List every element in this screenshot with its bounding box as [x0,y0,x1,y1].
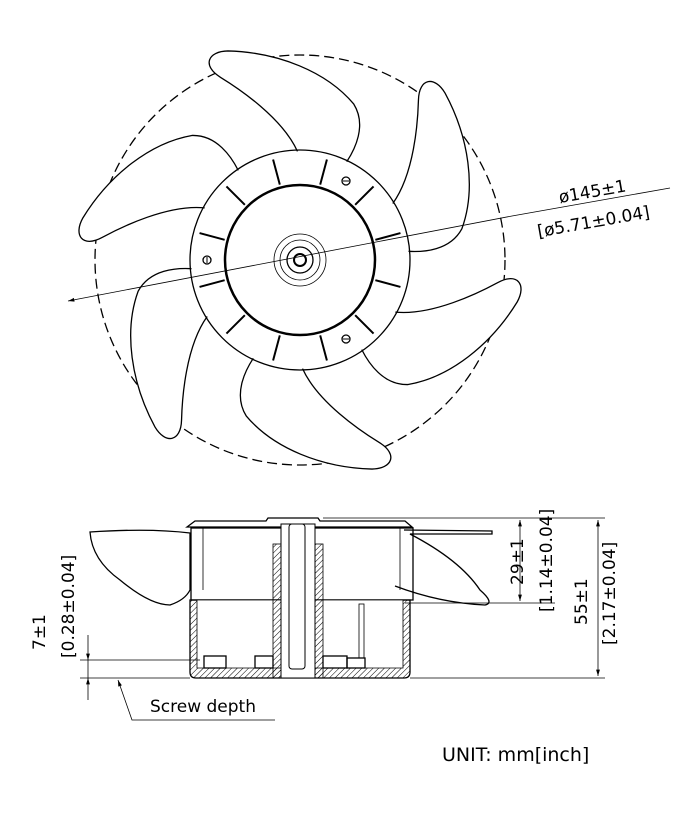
blades [78,50,522,470]
blade [208,50,361,163]
blade [361,278,522,386]
height-29-inch-label: [1.14±0.04] [537,509,557,612]
hub-rib [375,232,401,241]
top-view: ø145±1 [ø5.71±0.04] [67,50,671,470]
hub-rib [319,335,328,361]
blade [392,80,470,253]
hub-rib [272,159,281,185]
shaft [293,253,307,267]
screw-depth-label: Screw depth [150,697,256,717]
height-55-mm-label: 55±1 [572,578,592,625]
hub-rib [199,279,225,288]
side-view: 29±1 [1.14±0.04] 55±1 [2.17±0.04] 7±1 [0… [30,509,620,721]
hub-rib [354,185,375,206]
diameter-dimension-line [67,215,513,302]
hub-rib [225,185,246,206]
hub-flange [189,149,411,371]
hub-rib [319,159,328,185]
unit-label: UNIT: mm[inch] [442,744,589,766]
screw-holes [202,176,351,344]
screw-depth-inch-label: [0.28±0.04] [59,555,79,658]
motor-hub [223,183,377,337]
blade [78,134,239,242]
hub-rib [225,314,246,335]
hub-rib [272,335,281,361]
diameter-mm-label: ø145±1 [557,176,627,207]
hub-rib [354,314,375,335]
outer-diameter-circle [94,54,506,466]
height-55-inch-label: [2.17±0.04] [600,542,620,645]
height-29-mm-label: 29±1 [508,538,528,585]
screw-depth-mm-label: 7±1 [30,614,50,650]
blade [239,357,392,470]
blade [130,267,208,440]
hub-rib [375,279,401,288]
hub-rib [199,232,225,241]
